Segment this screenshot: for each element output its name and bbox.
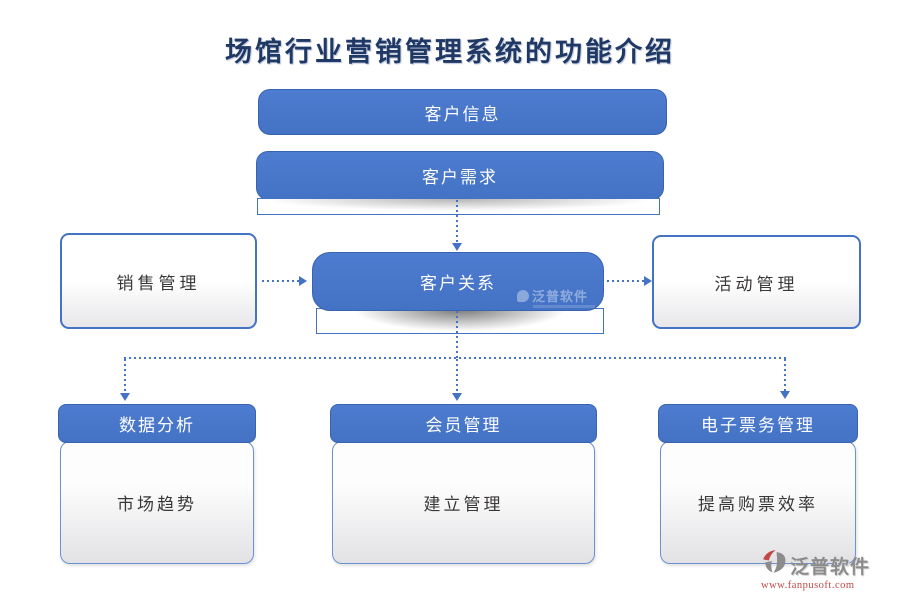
arrow-down-icon (452, 393, 462, 401)
connector-to-eticketing (784, 359, 786, 392)
connector-relation-trunk (456, 311, 458, 358)
customer-demand-shadow-tray (257, 198, 660, 215)
watermark-text: 泛普软件 (532, 289, 589, 304)
arrow-right-icon (644, 276, 652, 286)
watermark-subtext-line (533, 305, 595, 308)
arrow-down-icon (120, 393, 130, 401)
watermark: 泛普软件 (517, 286, 595, 308)
group-member-management-header: 会员管理 (330, 404, 597, 443)
node-sales-management-label: 销售管理 (116, 273, 201, 293)
arrow-down-icon (452, 243, 462, 251)
brand-url: www.fanpusoft.com (761, 580, 855, 591)
node-customer-demand-label: 客户需求 (422, 168, 498, 187)
group-eticketing-item: 提高购票效率 (698, 495, 818, 514)
node-activity-management: 活动管理 (652, 235, 861, 329)
group-eticketing-body: 提高购票效率 (660, 441, 856, 564)
fanpu-logo-icon (763, 550, 786, 573)
group-member-management-item: 建立管理 (423, 495, 504, 514)
group-data-analysis-body: 市场趋势 (60, 441, 254, 564)
arrow-down-icon (780, 391, 790, 399)
group-data-analysis-item: 市场趋势 (117, 495, 197, 514)
node-customer-relation-label: 客户关系 (420, 274, 496, 293)
group-eticketing-title: 电子票务管理 (701, 416, 815, 435)
brand-name: 泛普软件 (790, 557, 871, 578)
node-sales-management: 销售管理 (60, 233, 257, 329)
group-member-management-title: 会员管理 (425, 416, 502, 435)
node-customer-relation: 客户关系 泛普软件 (312, 252, 604, 311)
connector-demand-to-relation (456, 200, 458, 244)
group-member-management-body: 建立管理 (332, 441, 595, 564)
connector-relation-to-activity (607, 280, 645, 282)
connector-to-member-management (456, 359, 458, 394)
node-customer-info: 客户信息 (258, 89, 667, 135)
page-title: 场馆行业营销管理系统的功能介绍 (225, 37, 675, 67)
group-eticketing-header: 电子票务管理 (658, 404, 858, 443)
node-customer-info-label: 客户信息 (424, 104, 501, 124)
group-data-analysis-title: 数据分析 (119, 416, 195, 435)
connector-distribution-line (124, 357, 786, 359)
group-data-analysis-header: 数据分析 (58, 404, 256, 443)
connector-sales-to-relation (262, 280, 300, 282)
arrow-right-icon (299, 276, 307, 286)
watermark-logo-icon (517, 289, 529, 302)
node-customer-demand: 客户需求 (256, 151, 664, 200)
connector-to-data-analysis (124, 359, 126, 394)
node-activity-management-label: 活动管理 (714, 274, 799, 294)
brand-logo: 泛普软件 www.fanpusoft.com (761, 548, 891, 591)
customer-relation-shadow-tray (316, 308, 604, 334)
